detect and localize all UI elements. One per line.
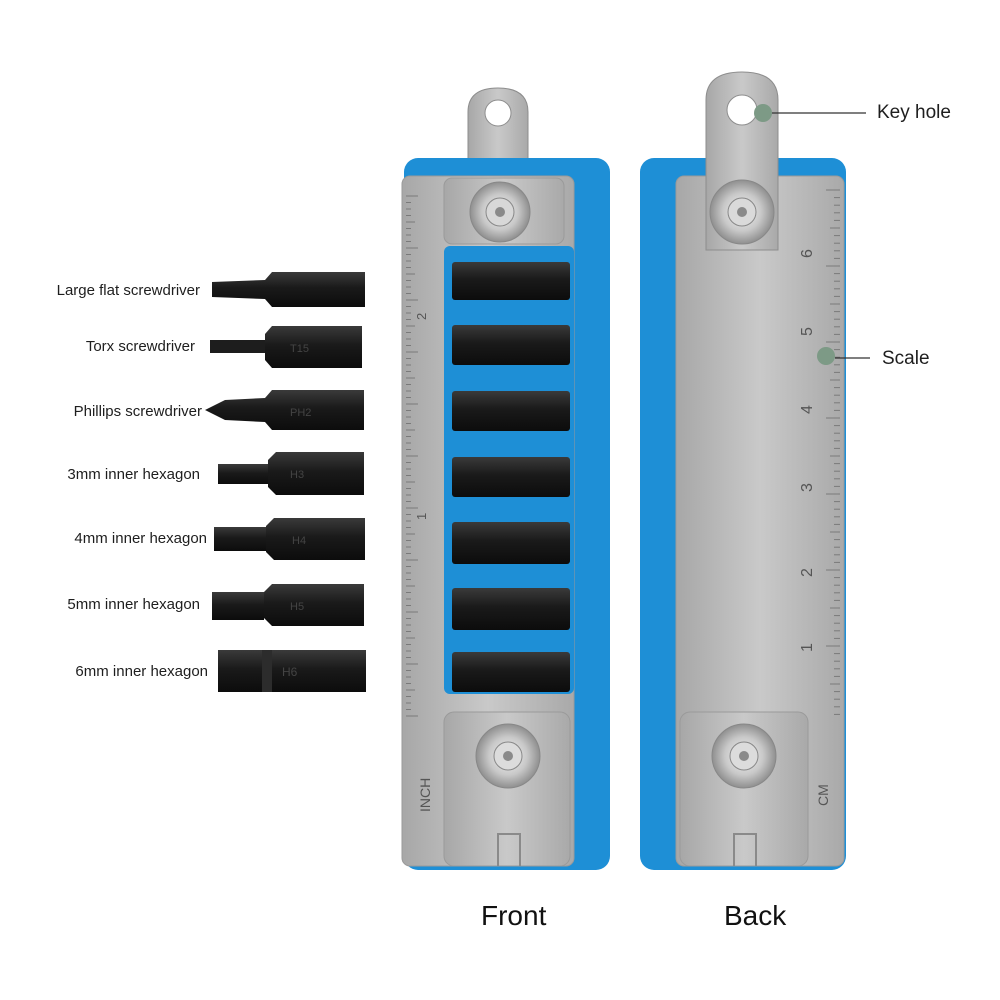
bit-hex3: H3	[218, 452, 364, 495]
cm-tick-6: 6	[799, 249, 816, 258]
caption-front: Front	[481, 900, 547, 931]
inch-tick-1: 1	[414, 513, 429, 520]
bit-marking-hex4: H4	[292, 535, 306, 547]
tool-back: 1 2 3 4 5 6 CM	[640, 71, 846, 870]
callout-dot-icon	[754, 104, 772, 122]
inch-tick-2: 2	[414, 313, 429, 320]
unit-label-cm: CM	[815, 784, 831, 806]
callout-label-scale: Scale	[882, 348, 930, 369]
bit-marking-torx: T15	[290, 343, 309, 355]
cm-tick-4: 4	[799, 405, 816, 414]
bit-label-hex5: 5mm inner hexagon	[67, 596, 200, 613]
key-hole	[484, 99, 512, 127]
cm-ruler	[826, 189, 840, 715]
bit-torx: T15	[210, 326, 362, 368]
cm-tick-3: 3	[799, 483, 816, 492]
bit-marking-hex6: H6	[282, 665, 298, 679]
bit-label-hex3: 3mm inner hexagon	[67, 466, 200, 483]
bit-label-torx: Torx screwdriver	[85, 338, 195, 355]
bit-label-hex4: 4mm inner hexagon	[74, 530, 207, 547]
bit-flat	[212, 272, 365, 307]
bit-phillips: PH2	[205, 390, 364, 430]
caption-back: Back	[724, 900, 787, 931]
callout-dot-icon	[817, 347, 835, 365]
cm-tick-2: 2	[799, 568, 816, 577]
bit-hex6: H6	[218, 650, 366, 692]
callout-key-hole	[754, 104, 866, 122]
bit-marking-phillips: PH2	[290, 407, 311, 419]
bit-marking-hex5: H5	[290, 601, 304, 613]
cm-tick-5: 5	[799, 327, 816, 336]
cm-tick-1: 1	[799, 643, 816, 652]
bit-hex4: H4	[214, 518, 365, 560]
callout-label-key-hole: Key hole	[877, 102, 951, 123]
tool-front: 1 2 INCH	[401, 87, 610, 870]
callout-scale	[817, 347, 870, 365]
bit-label-phillips: Phillips screwdriver	[73, 403, 202, 420]
inch-ruler	[406, 195, 418, 717]
unit-label-inch: INCH	[417, 778, 433, 812]
bit-hex5: H5	[212, 584, 364, 626]
bit-marking-hex3: H3	[290, 469, 304, 481]
bit-label-flat: Large flat screwdriver	[56, 282, 200, 299]
bit-label-hex6: 6mm inner hexagon	[75, 663, 208, 680]
